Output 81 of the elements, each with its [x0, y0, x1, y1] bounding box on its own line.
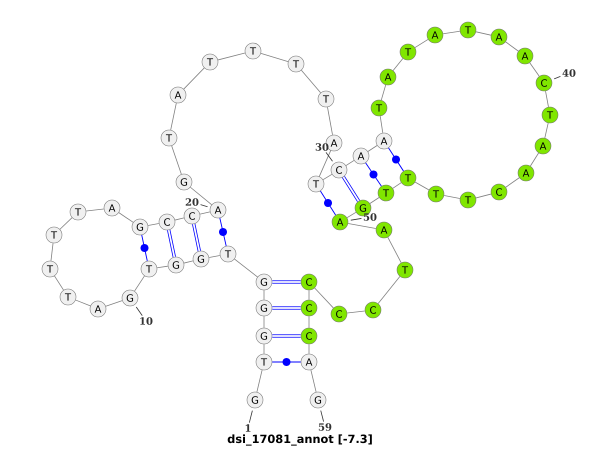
backbone-line [86, 208, 104, 212]
backbone-line [346, 310, 366, 314]
position-number: 10 [140, 317, 152, 325]
backbone-line [190, 186, 212, 206]
backbone-line [414, 39, 428, 48]
backbone-line [218, 52, 246, 60]
backbone-line [545, 90, 549, 108]
backbone-line [380, 116, 384, 134]
backbone-line [200, 211, 210, 215]
base-pair-line [365, 162, 382, 187]
base-pair-line [140, 234, 148, 262]
backbone-line [60, 217, 72, 230]
backbone-line [529, 62, 540, 77]
backbone-line [327, 106, 333, 136]
backbone-line [476, 31, 492, 36]
backbone-line [530, 152, 539, 166]
backbone-line [392, 182, 402, 189]
caption: dsi_17081_annot [-7.3] [228, 434, 372, 446]
backbone-line [378, 276, 400, 304]
backbone-line [156, 266, 168, 268]
backbone-line [148, 223, 160, 226]
backbone-line [346, 212, 356, 218]
backbone-line [256, 370, 262, 392]
base-pair-line [320, 190, 336, 216]
leader-line [326, 152, 333, 162]
base-pair-line [192, 224, 201, 252]
backbone-line [208, 255, 220, 258]
backbone-line [308, 290, 310, 300]
backbone-line [105, 300, 123, 307]
base-pair-line [272, 358, 302, 366]
position-number: 1 [246, 424, 250, 432]
backbone-line [174, 218, 184, 220]
backbone-line [134, 276, 145, 292]
backbone-line [234, 258, 258, 278]
backbone-line [260, 53, 288, 62]
base-pair-line [272, 280, 301, 284]
backbone-line [442, 30, 460, 34]
backbone-line [75, 300, 91, 306]
backbone-line [308, 316, 310, 328]
backbone-line [346, 160, 354, 166]
position-number: 40 [562, 69, 576, 77]
backbone-line [368, 145, 378, 152]
backbone-line [308, 344, 310, 354]
position-number: 20 [186, 198, 198, 206]
base-pair-line [342, 176, 360, 202]
base-pair-line [167, 230, 176, 258]
backbone-line [118, 212, 134, 223]
backbone-line [183, 68, 205, 90]
backbone-line [414, 182, 430, 190]
backbone-line [310, 370, 316, 392]
backbone-line [476, 194, 492, 198]
backbone-line [505, 41, 519, 52]
backbone-line [387, 236, 402, 264]
backbone-line [370, 197, 380, 204]
backbone-line [322, 174, 332, 180]
backbone-line [50, 242, 54, 262]
backbone-line [318, 150, 332, 177]
backbone-line [348, 223, 376, 229]
leader-line [320, 410, 324, 422]
base-pair-line [272, 334, 301, 338]
backbone-line [392, 58, 404, 71]
backbone-line [380, 84, 386, 100]
backbone-line [54, 276, 64, 290]
backbone-line [300, 70, 322, 94]
backbone-line [170, 102, 177, 130]
leader-line [248, 410, 253, 424]
base-pair-line [272, 306, 301, 310]
backbone-line [314, 288, 334, 308]
base-pair-line [388, 147, 404, 172]
backbone-line [444, 195, 460, 199]
leader-line [350, 218, 362, 221]
leader-line [200, 204, 208, 208]
position-number: 59 [318, 423, 332, 431]
leader-line [554, 76, 561, 80]
position-number: 30 [316, 143, 328, 151]
backbone-line [505, 177, 520, 188]
leader-line [136, 306, 143, 316]
backbone-line [184, 260, 194, 264]
base-pair-line [219, 218, 227, 246]
backbone-line [544, 122, 549, 138]
backbone-line [171, 145, 182, 175]
